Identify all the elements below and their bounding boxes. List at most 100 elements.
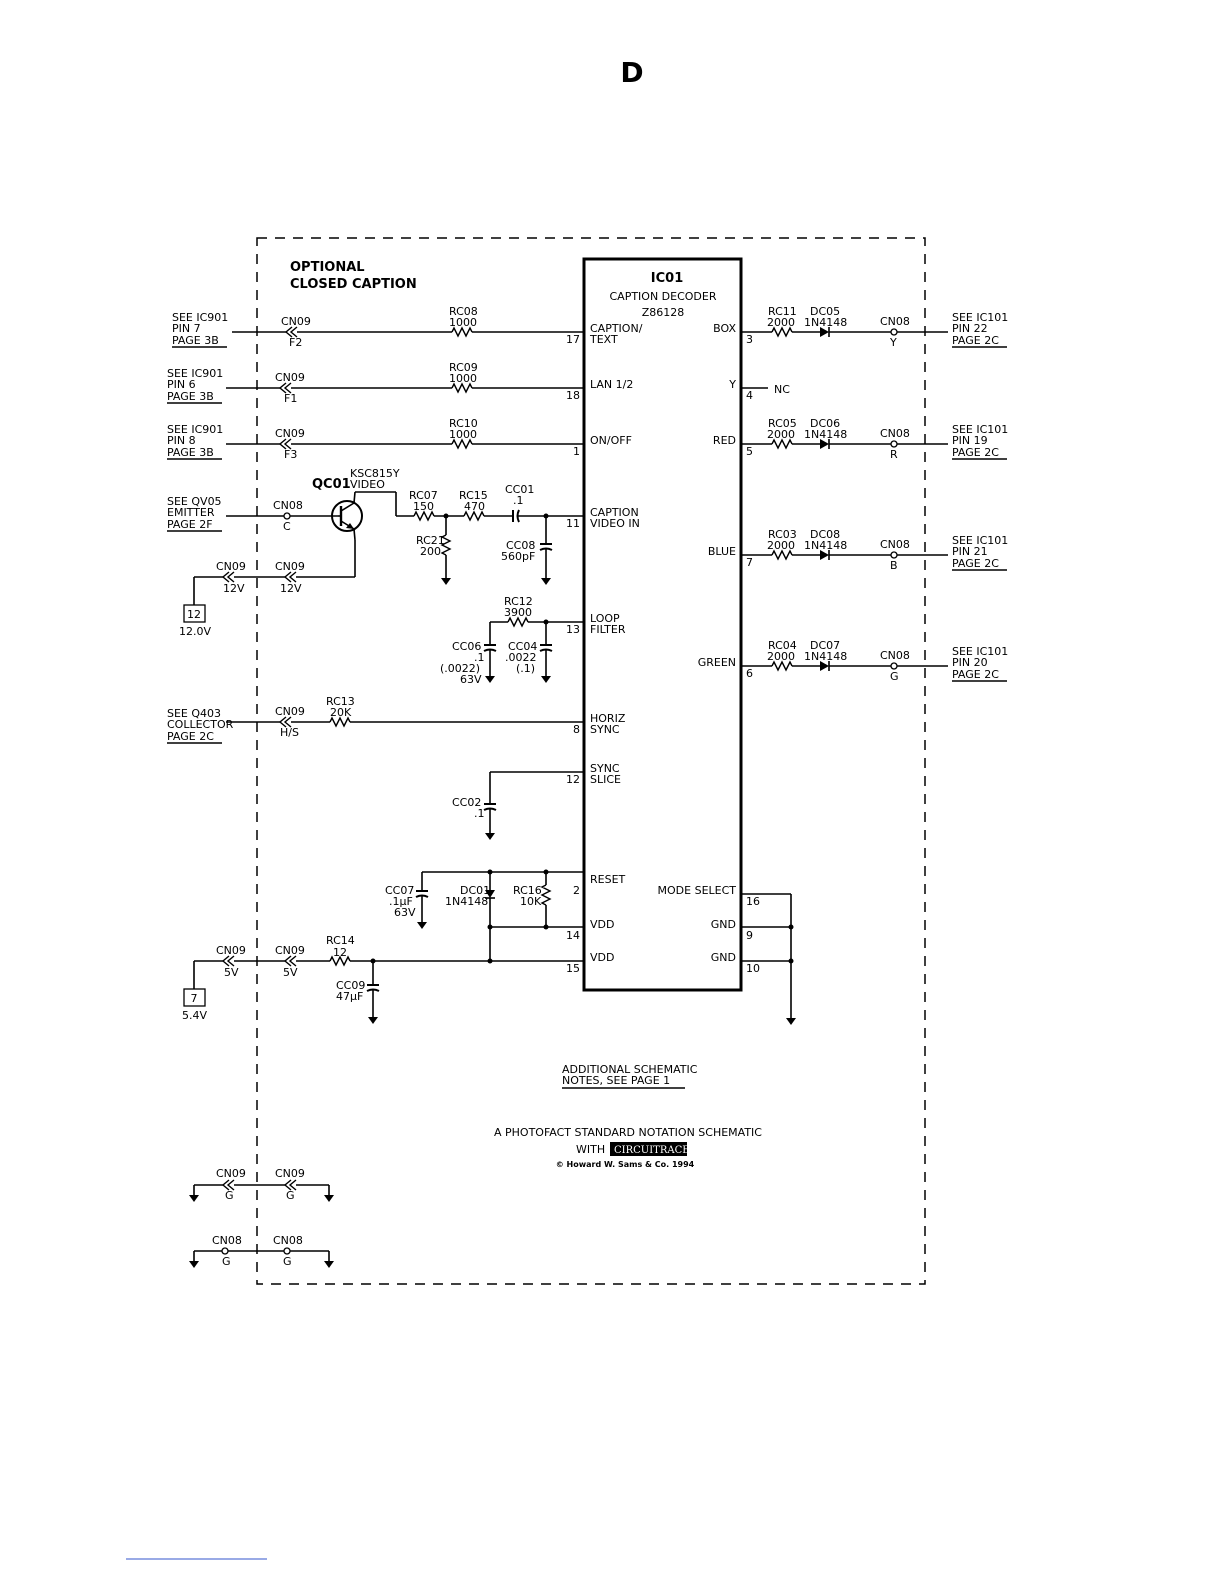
rc11-ref: RC11 bbox=[768, 305, 797, 318]
ref-ic901-pin6-l3: PAGE 3B bbox=[167, 390, 214, 403]
dc06-ref: DC06 bbox=[810, 417, 840, 430]
ref-ic101-pin21-l3: PAGE 2C bbox=[952, 557, 999, 570]
ref-ic901-pin6-l1: SEE IC901 bbox=[167, 367, 223, 380]
cc07-ref: CC07 bbox=[385, 884, 414, 897]
ic-pin-number-18: 18 bbox=[566, 389, 580, 402]
ic-pin-number-10: 10 bbox=[746, 962, 760, 975]
cn08-g-label: CN08 bbox=[880, 649, 910, 662]
ic-pin-number-4: 4 bbox=[746, 389, 753, 402]
rc12-ref: RC12 bbox=[504, 595, 533, 608]
rc13-value: 20K bbox=[330, 706, 352, 719]
cn09-12v-label-a: CN09 bbox=[216, 560, 246, 573]
ref-ic901-pin8-l1: SEE IC901 bbox=[167, 423, 223, 436]
ref-ic901-pin7-l1: SEE IC901 bbox=[172, 311, 228, 324]
cn08-g-pin-b: G bbox=[283, 1255, 292, 1268]
cc09-value: 47µF bbox=[336, 990, 363, 1003]
page-letter: D bbox=[620, 56, 643, 89]
rc08-value: 1000 bbox=[449, 316, 477, 329]
net-hsync bbox=[226, 716, 584, 728]
rc13-ref: RC13 bbox=[326, 695, 355, 708]
cc01-ref: CC01 bbox=[505, 483, 534, 496]
dc08-value: 1N4148 bbox=[804, 539, 847, 552]
ic-pin-label-hsync-1: HORIZ bbox=[590, 712, 626, 725]
cn09-g-pin-b: G bbox=[286, 1189, 295, 1202]
ic-pin-number-3: 3 bbox=[746, 333, 753, 346]
ic-pin-label-box: BOX bbox=[713, 322, 736, 335]
ref-ic101-pin19-l3: PAGE 2C bbox=[952, 446, 999, 459]
ref-qv05-l3: PAGE 2F bbox=[167, 518, 213, 531]
ref-ic101-pin21-l2: PIN 21 bbox=[952, 545, 988, 558]
net-5v bbox=[183, 955, 584, 1025]
ic-pin-number-11: 11 bbox=[566, 517, 580, 530]
cc06-value: .1 bbox=[474, 651, 485, 664]
ic-pin-label-on-off: ON/OFF bbox=[590, 434, 632, 447]
ic-pin-label-vdd-14: VDD bbox=[590, 918, 614, 931]
net-on-off bbox=[226, 438, 584, 450]
ref-ic101-pin22-l3: PAGE 2C bbox=[952, 334, 999, 347]
rc05-ref: RC05 bbox=[768, 417, 797, 430]
net-red bbox=[741, 438, 948, 450]
ic-pin-label-reset: RESET bbox=[590, 873, 626, 886]
cn09-5v-pin-a: 5V bbox=[224, 966, 239, 979]
cc04-value: .0022 bbox=[505, 651, 537, 664]
ref-ic101-pin21-l1: SEE IC101 bbox=[952, 534, 1008, 547]
with-label: WITH bbox=[576, 1143, 605, 1156]
dc05-value: 1N4148 bbox=[804, 316, 847, 329]
cn08-b-label: CN08 bbox=[880, 538, 910, 551]
dc08-ref: DC08 bbox=[810, 528, 840, 541]
cn08-b-pin: B bbox=[890, 559, 898, 572]
voltage-tag-7: 7 bbox=[191, 992, 198, 1005]
cc08-ref: CC08 bbox=[506, 539, 535, 552]
rc10-ref: RC10 bbox=[449, 417, 478, 430]
cn09-f3-label: CN09 bbox=[275, 427, 305, 440]
ref-ic101-pin22-l1: SEE IC101 bbox=[952, 311, 1008, 324]
rc15-value: 470 bbox=[464, 500, 485, 513]
ic-pin-number-12: 12 bbox=[566, 773, 580, 786]
cc02-value: .1 bbox=[474, 807, 485, 820]
rc09-value: 1000 bbox=[449, 372, 477, 385]
cc07-value: .1µF bbox=[389, 895, 413, 908]
cn09-g-label-b: CN09 bbox=[275, 1167, 305, 1180]
cn08-c-pin: C bbox=[283, 520, 291, 533]
ref-ic101-pin19-l1: SEE IC101 bbox=[952, 423, 1008, 436]
ic01-body bbox=[582, 257, 743, 992]
ref-ic101-pin22-l2: PIN 22 bbox=[952, 322, 988, 335]
rc21-ref: RC21 bbox=[416, 534, 445, 547]
rc11-value: 2000 bbox=[767, 316, 795, 329]
ic-pin-label-gnd-9: GND bbox=[711, 918, 736, 931]
ref-ic901-pin6-l2: PIN 6 bbox=[167, 378, 196, 391]
transistor-qc01 bbox=[331, 491, 363, 541]
ref-ic901-pin8-l3: PAGE 3B bbox=[167, 446, 214, 459]
copyright: © Howard W. Sams & Co. 1994 bbox=[556, 1160, 695, 1169]
ref-ic901-pin7-l3: PAGE 3B bbox=[172, 334, 219, 347]
cn09-f2-pin: F2 bbox=[289, 336, 302, 349]
voltage-value-5v: 5.4V bbox=[182, 1009, 207, 1022]
dc07-ref: DC07 bbox=[810, 639, 840, 652]
ic01-ref: IC01 bbox=[651, 271, 683, 286]
rc05-value: 2000 bbox=[767, 428, 795, 441]
dc01-ref: DC01 bbox=[460, 884, 490, 897]
circuitrace-logo bbox=[610, 1142, 687, 1156]
cn09-g-pin-a: G bbox=[225, 1189, 234, 1202]
ic-pin-number-5: 5 bbox=[746, 445, 753, 458]
cn09-f1-pin: F1 bbox=[284, 392, 297, 405]
net-reset-vdd bbox=[415, 869, 584, 961]
cn09-hs-label: CN09 bbox=[275, 705, 305, 718]
rc03-value: 2000 bbox=[767, 539, 795, 552]
ic-pin-number-7: 7 bbox=[746, 556, 753, 569]
ic-pin-label-red: RED bbox=[713, 434, 736, 447]
ic01-function: CAPTION DECODER bbox=[609, 290, 716, 303]
cc04-alt-value: (.1) bbox=[516, 662, 535, 675]
ref-q403-l1: SEE Q403 bbox=[167, 707, 221, 720]
cn08-y-label: CN08 bbox=[880, 315, 910, 328]
rc16-ref: RC16 bbox=[513, 884, 542, 897]
rc04-value: 2000 bbox=[767, 650, 795, 663]
ic-pin-label-loop-2: FILTER bbox=[590, 623, 626, 636]
qc01-ref: QC01 bbox=[312, 477, 351, 492]
cc06-ref: CC06 bbox=[452, 640, 481, 653]
ic-pin-label-caption-text-2: TEXT bbox=[589, 333, 618, 346]
rc14-ref: RC14 bbox=[326, 934, 355, 947]
ic-pin-number-1: 1 bbox=[573, 445, 580, 458]
rc03-ref: RC03 bbox=[768, 528, 797, 541]
ic-pin-label-slice-2: SLICE bbox=[590, 773, 621, 786]
